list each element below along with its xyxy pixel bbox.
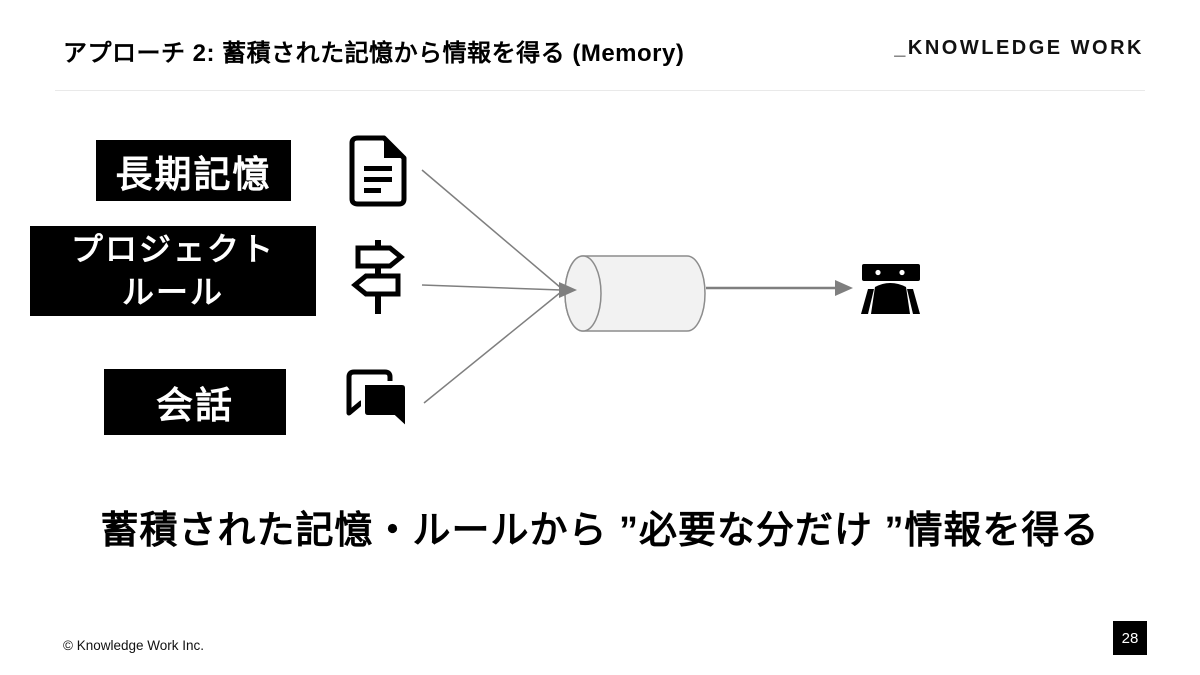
key-message: 蓄積された記憶・ルールから ”必要な分だけ ”情報を得る (100, 510, 1100, 552)
arrowhead-into-cylinder (559, 282, 577, 298)
robot-visor (862, 264, 920, 281)
label-conversation: 会話 (104, 369, 286, 435)
page-number-badge: 28 (1113, 621, 1147, 655)
signpost-arrow-right (355, 245, 405, 269)
knowledge-work-logo: _KNOWLEDGE WORK (894, 37, 1144, 59)
header-divider (55, 90, 1145, 91)
robot-arm-right (907, 289, 920, 314)
slide-title: アプローチ 2: 蓄積された記憶から情報を得る (Memory) (63, 40, 685, 67)
document-icon (349, 135, 407, 207)
robot-eye-left (875, 269, 881, 276)
label-project-rules: プロジェクト ルール (30, 226, 316, 316)
memory-cylinder-rim (564, 255, 602, 332)
robot-icon (861, 264, 921, 314)
signpost-icon (351, 240, 405, 314)
arrow-from-signpost (421, 284, 562, 291)
label-long-term-memory: 長期記憶 (96, 140, 291, 201)
robot-torso (871, 283, 910, 314)
copyright-text: © Knowledge Work Inc. (63, 638, 205, 653)
signpost-arrow-left (351, 273, 401, 297)
arrow-from-document (421, 169, 562, 289)
chat-bubble-filled (361, 381, 409, 434)
document-fold (384, 138, 404, 158)
robot-eye-right (899, 269, 905, 276)
arrow-from-chat (423, 291, 562, 404)
chat-icon (345, 369, 411, 434)
arrowhead-to-agent (835, 280, 853, 296)
robot-arm-left (861, 289, 874, 314)
document-outline (349, 135, 407, 207)
